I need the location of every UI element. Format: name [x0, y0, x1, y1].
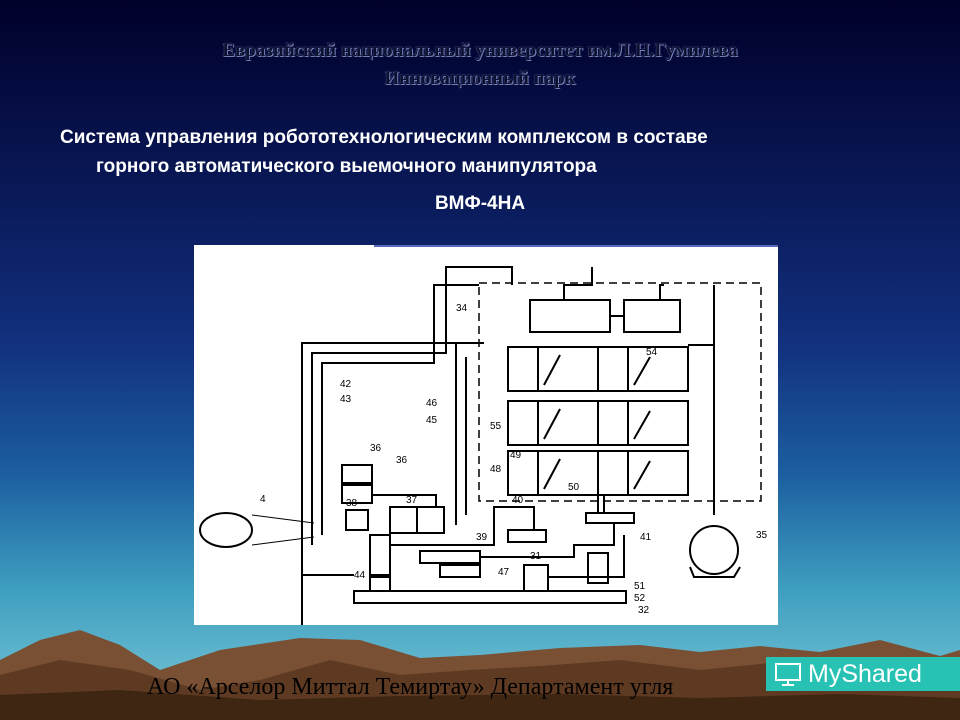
label-47: 47: [498, 567, 510, 578]
label-36a: 36: [370, 443, 382, 454]
hydraulic-schematic: 34 54 42 43 46 45 55 48 49 50 36 36 38 3…: [194, 245, 778, 625]
label-34: 34: [456, 303, 468, 314]
label-43: 43: [340, 394, 352, 405]
header-park: Инновационный парк: [384, 68, 576, 89]
label-50: 50: [568, 482, 580, 493]
slide-title-line1: Система управления робототехнологическим…: [60, 127, 708, 148]
label-45: 45: [426, 415, 438, 426]
slide-title-model: ВМФ-4НА: [434, 193, 526, 214]
label-46: 46: [426, 398, 438, 409]
label-4: 4: [260, 494, 266, 505]
mountain-range-decoration: [0, 630, 960, 720]
label-48: 48: [490, 464, 502, 475]
label-52: 52: [634, 593, 646, 604]
label-38: 38: [346, 498, 358, 509]
label-31: 31: [530, 551, 542, 562]
label-32: 32: [638, 605, 650, 616]
slide-title-line2: горного автоматического выемочного манип…: [96, 156, 597, 177]
header-university: Евразийский национальный университет им.…: [222, 40, 738, 61]
label-49: 49: [510, 450, 522, 461]
label-40: 40: [512, 495, 524, 506]
watermark-text: MyShared: [808, 660, 922, 688]
footer-organization: АО «Арселор Миттал Темиртау» Департамент…: [147, 674, 674, 700]
label-36b: 36: [396, 455, 408, 466]
label-41: 41: [640, 532, 652, 543]
label-39: 39: [476, 532, 488, 543]
watermark-badge[interactable]: MyShared: [766, 657, 960, 691]
label-44: 44: [354, 570, 366, 581]
label-37: 37: [406, 495, 418, 506]
label-54: 54: [646, 347, 658, 358]
label-42: 42: [340, 379, 352, 390]
presentation-board-icon: [775, 663, 801, 686]
label-51: 51: [634, 581, 646, 592]
label-35: 35: [756, 530, 768, 541]
label-55: 55: [490, 421, 502, 432]
